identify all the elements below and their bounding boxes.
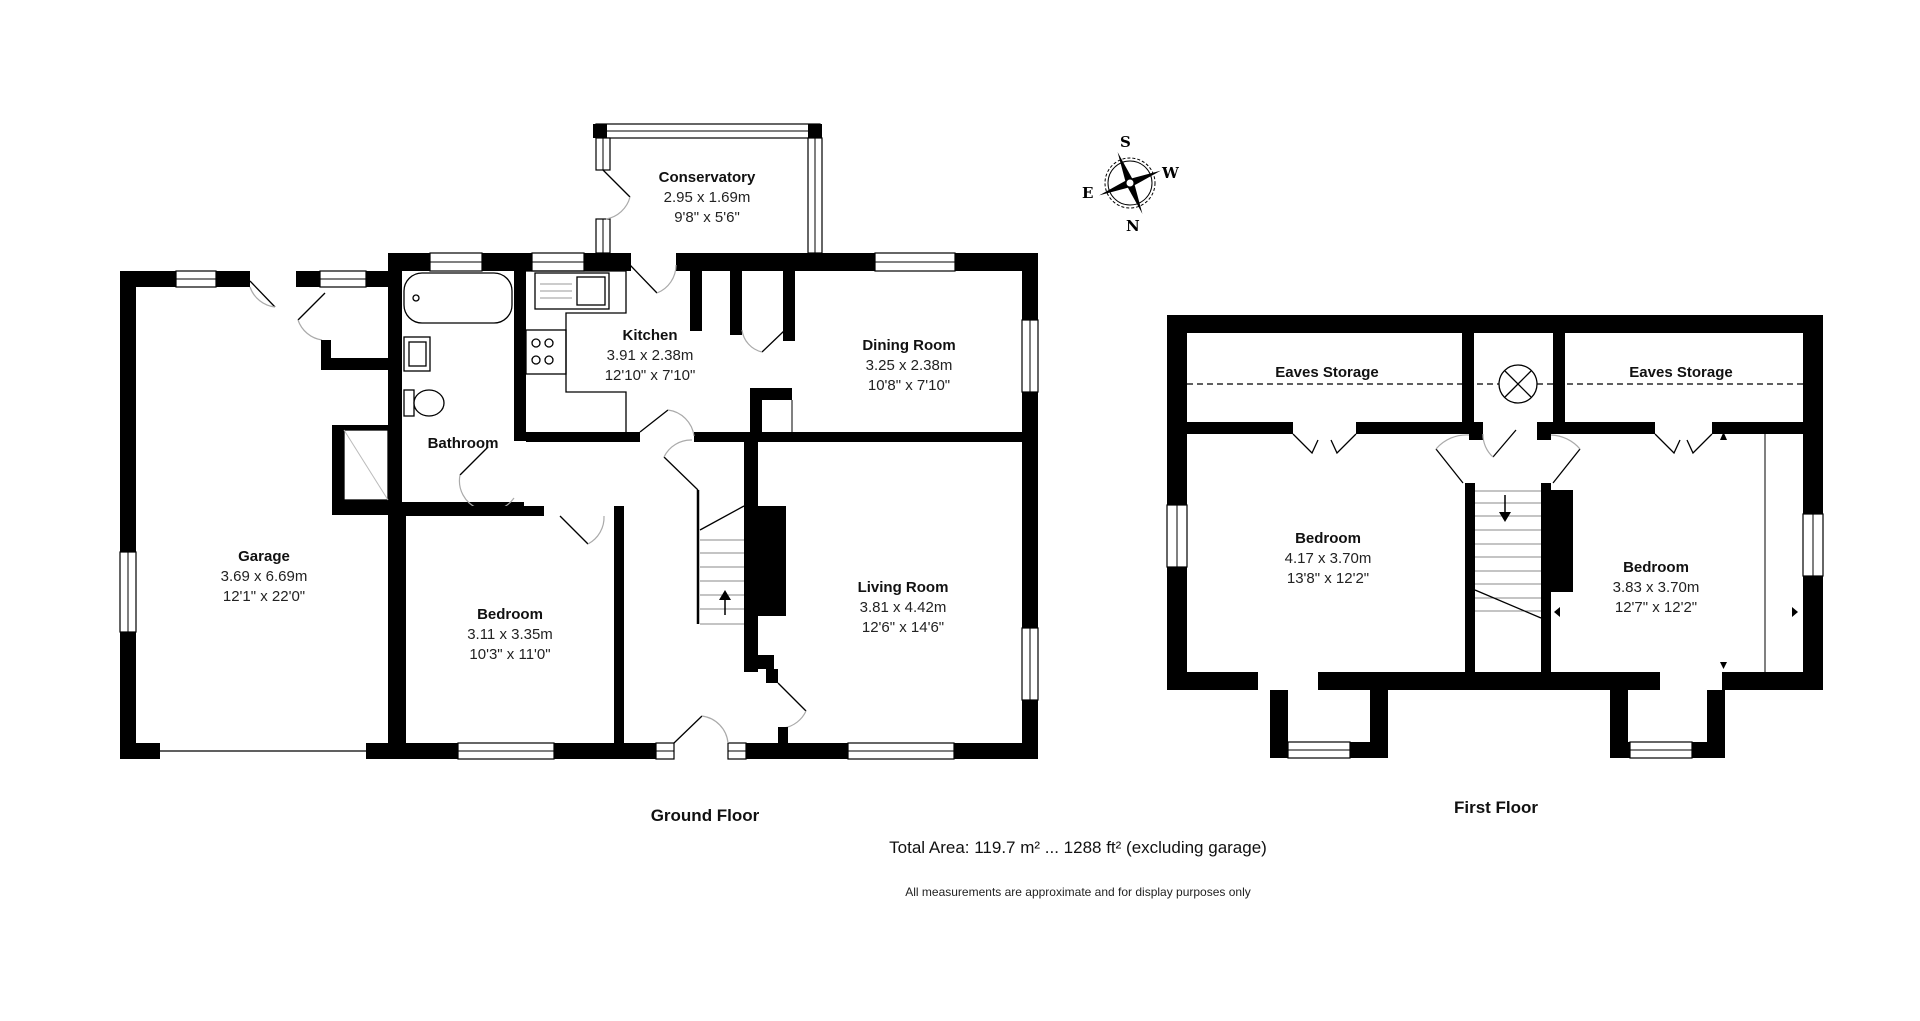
- room-label-ground-bedroom: Bedroom 3.11 x 3.35m 10'3" x 11'0": [467, 605, 553, 665]
- room-dimensions-metric: 3.11 x 3.35m: [467, 626, 553, 643]
- room-label-first-bedroom-right: Bedroom 3.83 x 3.70m 12'7" x 12'2": [1613, 558, 1700, 618]
- room-label-dining-room: Dining Room 3.25 x 2.38m 10'8" x 7'10": [862, 336, 955, 396]
- ground-floor-plan: [119, 123, 1039, 760]
- room-dimensions-metric: 4.17 x 3.70m: [1284, 550, 1372, 567]
- room-name: Bedroom: [1623, 559, 1689, 576]
- room-dimensions-imperial: 9'8" x 5'6": [674, 209, 740, 226]
- room-dimensions-imperial: 10'3" x 11'0": [469, 646, 551, 663]
- room-label-eaves-storage-left: Eaves Storage: [1275, 364, 1379, 381]
- room-label-kitchen: Kitchen 3.91 x 2.38m 12'10" x 7'10": [605, 326, 696, 386]
- room-name: Bathroom: [427, 435, 499, 452]
- compass-rose: S W N E: [1082, 133, 1180, 235]
- room-name: Dining Room: [862, 337, 956, 354]
- room-dimensions-imperial: 10'8" x 7'10": [867, 377, 951, 394]
- room-dimensions-metric: 3.83 x 3.70m: [1612, 579, 1700, 596]
- room-name: Bedroom: [477, 606, 543, 623]
- room-name: Conservatory: [658, 169, 756, 186]
- room-dimensions-metric: 3.81 x 4.42m: [859, 599, 947, 616]
- room-label-bathroom: Bathroom: [428, 434, 499, 454]
- room-label-garage: Garage 3.69 x 6.69m 12'1" x 22'0": [221, 547, 308, 607]
- floor-title-first: First Floor: [1453, 798, 1539, 817]
- room-label-conservatory: Conservatory 2.95 x 1.69m 9'8" x 5'6": [659, 168, 756, 228]
- room-dimensions-imperial: 12'7" x 12'2": [1614, 599, 1698, 616]
- compass-west-label: W: [1161, 164, 1180, 182]
- floor-title-ground: Ground Floor: [650, 806, 760, 825]
- first-floor-plan: [1166, 315, 1824, 759]
- room-dimensions-metric: 3.25 x 2.38m: [865, 357, 953, 374]
- room-name: Kitchen: [622, 327, 678, 344]
- room-name: Living Room: [857, 579, 949, 596]
- room-dimensions-imperial: 12'10" x 7'10": [604, 367, 696, 384]
- compass-north-label: N: [1126, 217, 1140, 235]
- compass-east-label: E: [1082, 184, 1093, 202]
- room-name: Garage: [238, 548, 290, 565]
- room-label-eaves-storage-right: Eaves Storage: [1629, 364, 1733, 381]
- room-dimensions-metric: 2.95 x 1.69m: [663, 189, 751, 206]
- room-dimensions-imperial: 13'8" x 12'2": [1286, 570, 1370, 587]
- room-dimensions-imperial: 12'6" x 14'6": [861, 619, 945, 636]
- room-label-living-room: Living Room 3.81 x 4.42m 12'6" x 14'6": [858, 578, 949, 638]
- room-name: Bedroom: [1295, 530, 1361, 547]
- room-dimensions-imperial: 12'1" x 22'0": [222, 588, 306, 605]
- room-dimensions-metric: 3.91 x 2.38m: [606, 347, 694, 364]
- room-label-first-bedroom-left: Bedroom 4.17 x 3.70m 13'8" x 12'2": [1285, 529, 1372, 589]
- room-dimensions-metric: 3.69 x 6.69m: [220, 568, 308, 585]
- compass-south-label: S: [1120, 133, 1131, 151]
- total-area: Total Area: 119.7 m² ... 1288 ft² (exclu…: [889, 838, 1267, 857]
- disclaimer-note: All measurements are approximate and for…: [905, 885, 1251, 899]
